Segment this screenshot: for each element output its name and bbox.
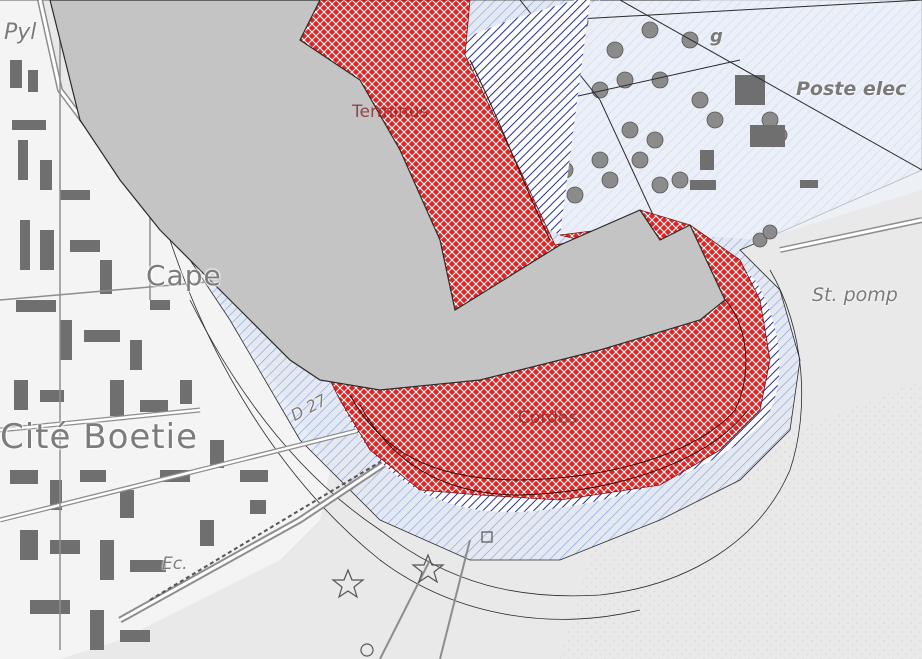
- hatched-boundary-north: [460, 0, 590, 235]
- map-symbols: [331, 531, 493, 657]
- buffer-contour-1: [189, 269, 803, 597]
- town-land: [0, 0, 330, 659]
- shore-texture: [560, 380, 922, 659]
- water-basin: [49, 0, 726, 391]
- red-zone-contour-3: [469, 59, 551, 241]
- red-zone-contour-1: [349, 299, 747, 481]
- red-zone-contour-2: [359, 404, 749, 496]
- buffer-contour-2: [169, 239, 641, 620]
- railway: [149, 419, 451, 601]
- town-buildings: [10, 60, 268, 650]
